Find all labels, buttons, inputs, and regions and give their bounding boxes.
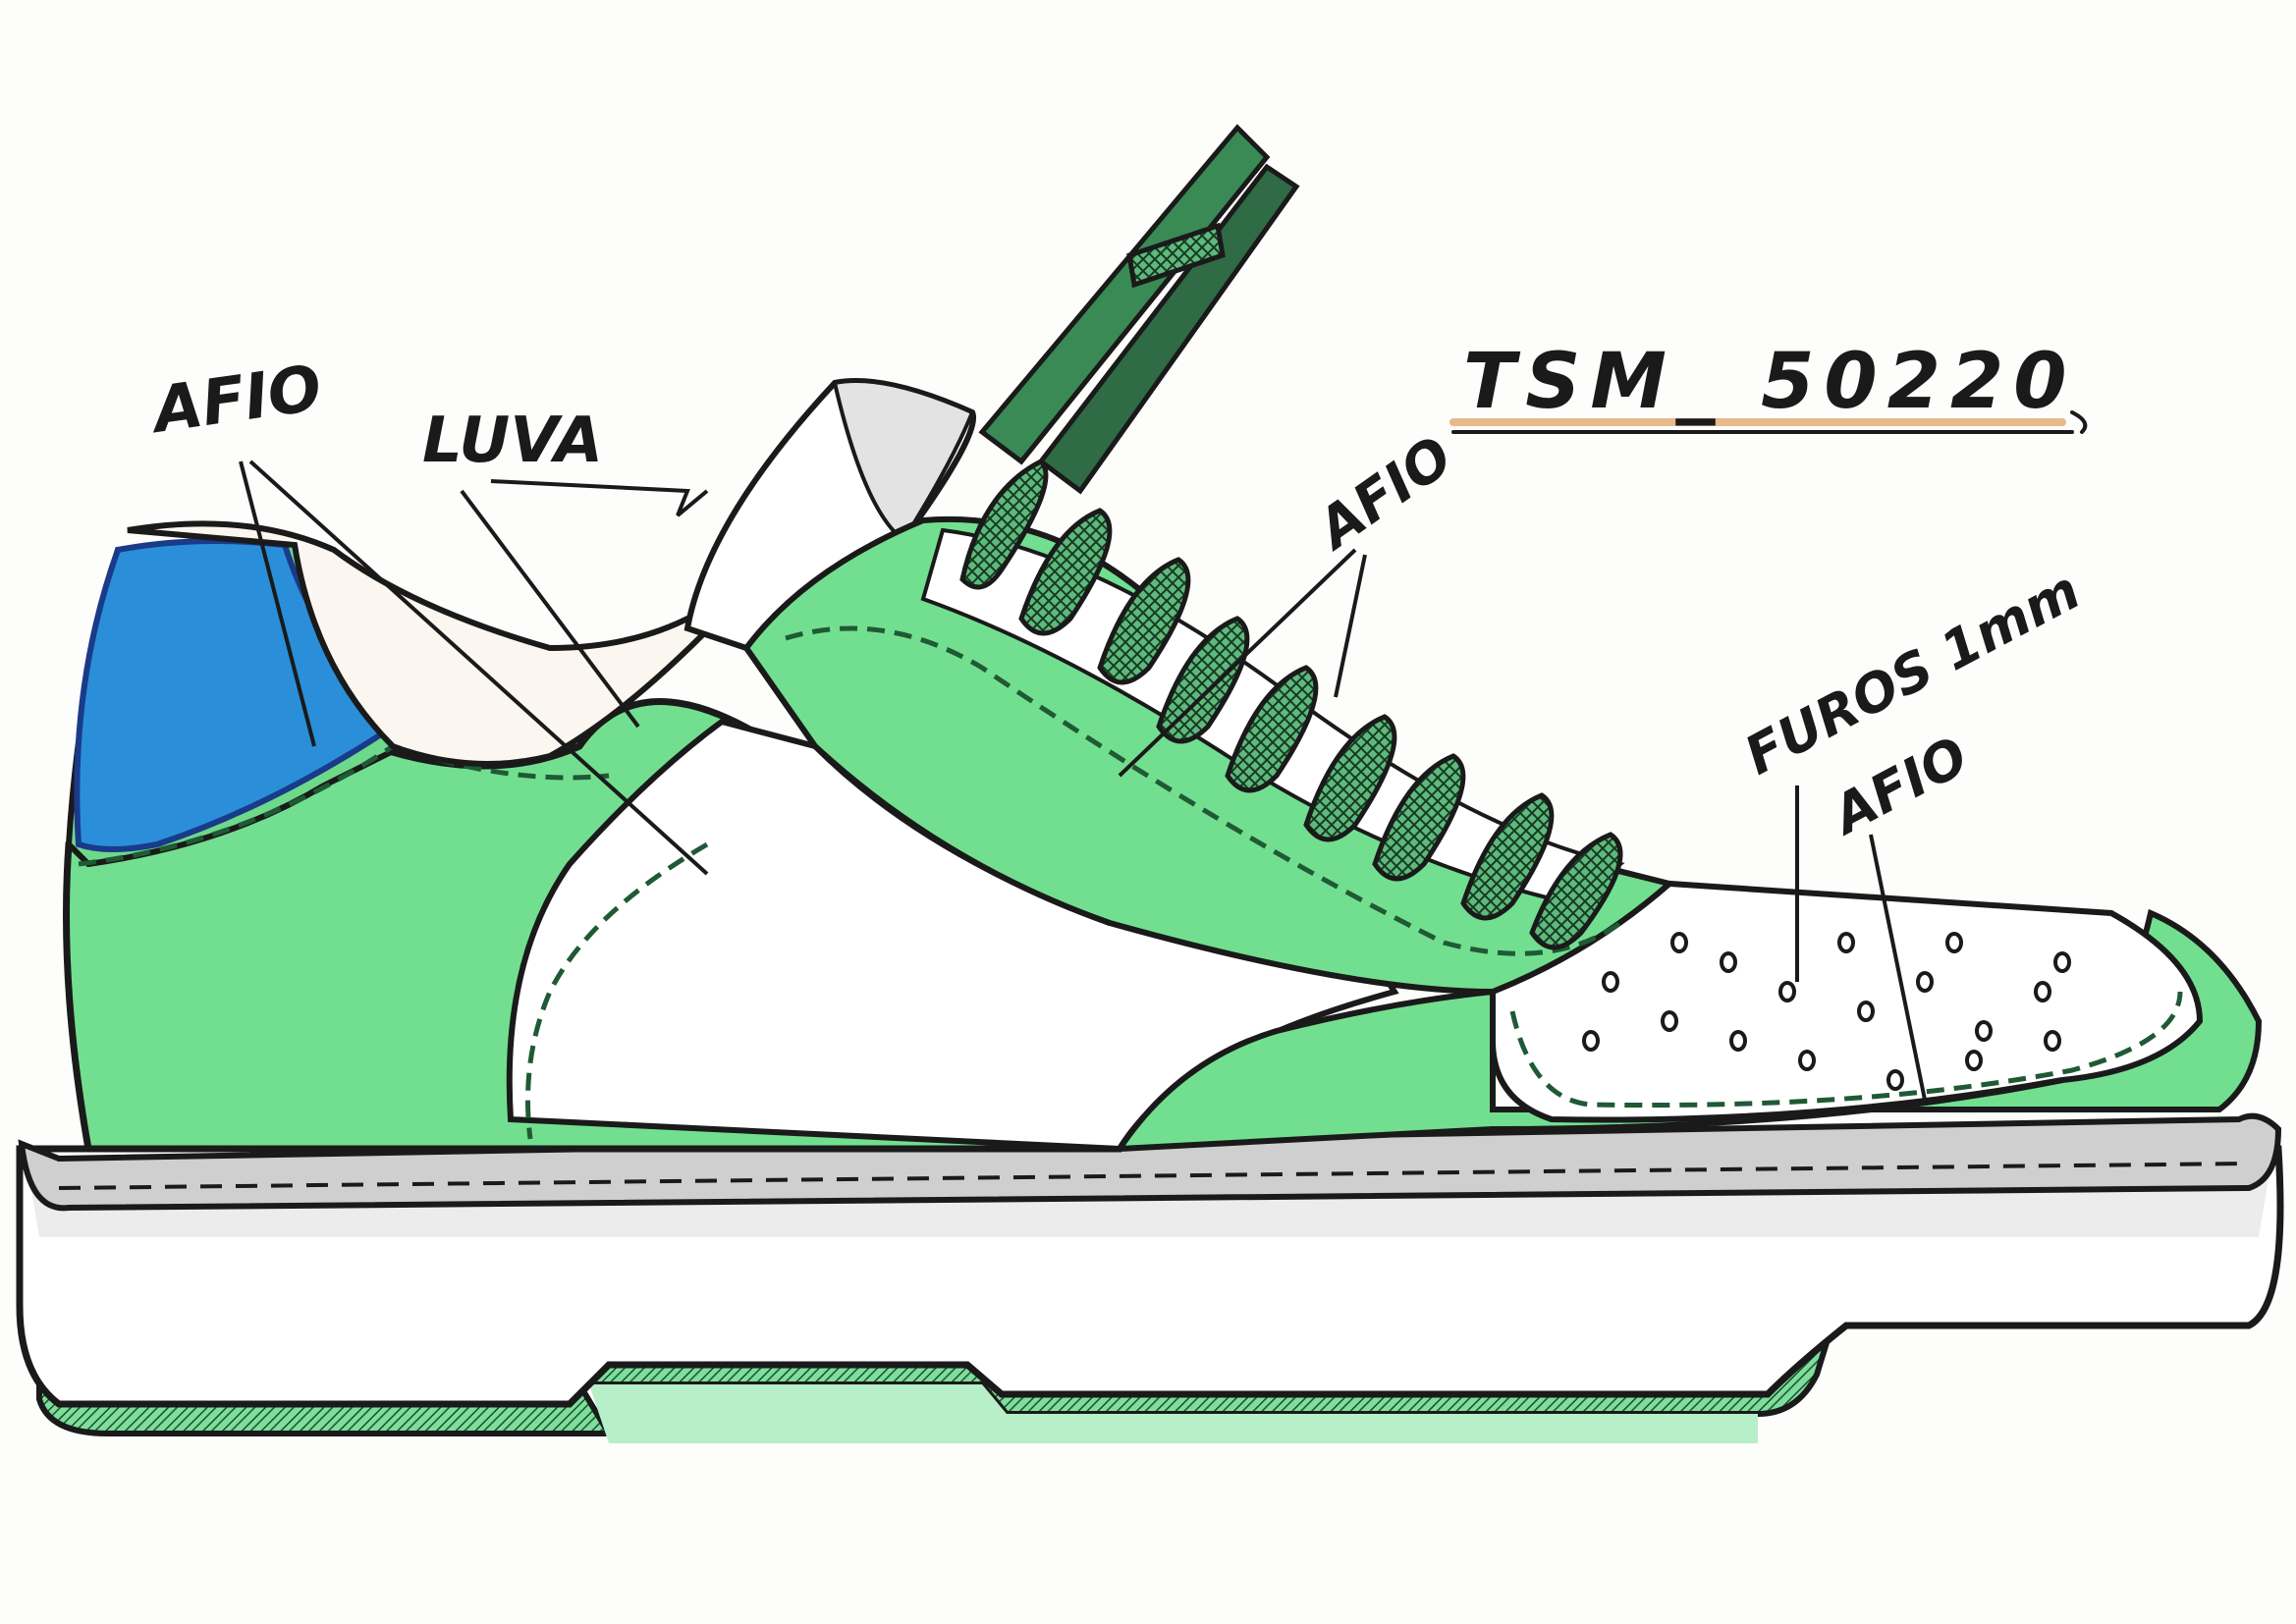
welt-stitching — [58, 1162, 2250, 1190]
lace-cross — [1372, 753, 1466, 882]
lace-cross — [1225, 665, 1319, 793]
label-afio-heel: AFIO — [144, 352, 326, 449]
lace-cross — [1156, 616, 1250, 744]
leader-afio-heel-1 — [239, 460, 316, 747]
lace-cross — [1018, 508, 1113, 636]
laces — [959, 124, 1623, 950]
heel-stitching — [78, 743, 610, 867]
leader-afio-lace-2 — [1334, 554, 1367, 698]
leader-luva-1 — [460, 489, 640, 729]
mid-panel-stitch — [525, 841, 709, 1140]
lace-cross — [959, 458, 1049, 590]
lace-end-tip — [1126, 222, 1226, 289]
leader-afio-heel-2 — [248, 460, 709, 876]
sole — [16, 1112, 2284, 1443]
leader-afio-lace-1 — [1118, 548, 1357, 778]
lace-cross — [1529, 832, 1623, 950]
tongue-fold — [832, 379, 975, 543]
welt — [18, 1112, 2282, 1212]
label-afio-lace: AFIO — [1303, 424, 1463, 564]
toe-cap-stitching — [1509, 991, 2183, 1109]
label-luva: LUVA — [422, 405, 603, 477]
outsole-center — [589, 1384, 1758, 1443]
leader-afio-toe — [1869, 834, 1927, 1101]
leader-luva-2 — [490, 479, 709, 517]
lace-end-upper — [978, 124, 1271, 465]
toe-perforations — [1582, 932, 2071, 1091]
annotation-leaders — [239, 460, 1927, 1101]
lace-cross — [1303, 714, 1397, 842]
model-code-underline — [1449, 410, 2088, 434]
upper — [63, 378, 2263, 1153]
lace-cross — [1460, 792, 1555, 921]
eyestay-stitching — [785, 625, 1622, 956]
lace-cross — [1097, 557, 1191, 685]
model-code: TSM_ 50220 — [1463, 338, 2077, 426]
